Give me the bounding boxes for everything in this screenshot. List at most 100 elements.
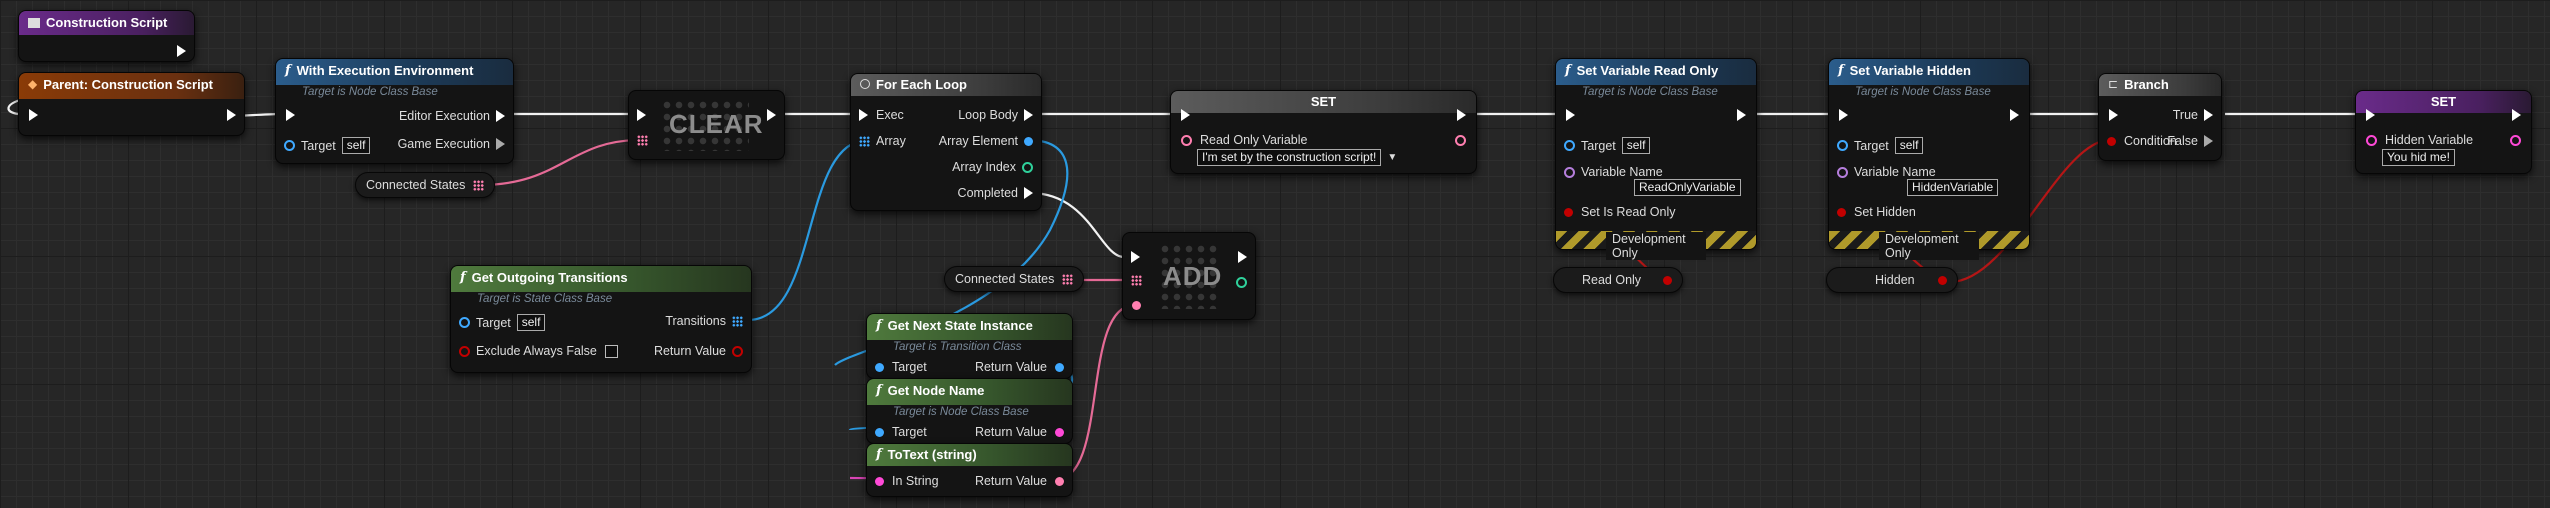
target-value-field[interactable]: self bbox=[341, 137, 371, 154]
return-value-pin[interactable] bbox=[1055, 427, 1064, 437]
array-element-pin[interactable] bbox=[1024, 136, 1033, 146]
output-pin[interactable] bbox=[1455, 135, 1466, 146]
array-out-pin[interactable] bbox=[473, 179, 484, 191]
pin-label: Array Index bbox=[952, 160, 1016, 174]
transitions-out-pin[interactable] bbox=[732, 315, 743, 327]
node-title: Set Variable Hidden bbox=[1849, 63, 1971, 78]
loop-body-pin[interactable] bbox=[1024, 109, 1033, 121]
target-pin[interactable] bbox=[875, 427, 884, 437]
variable-name-field[interactable]: ReadOnlyVariable bbox=[1634, 179, 1741, 196]
clear-node[interactable]: CLEAR bbox=[628, 90, 785, 160]
array-in-pin[interactable] bbox=[1131, 275, 1142, 286]
function-icon: f bbox=[1838, 63, 1844, 78]
node-subtitle: Target is Node Class Base bbox=[302, 86, 438, 98]
read-only-variable-pin[interactable] bbox=[1181, 134, 1192, 146]
exec-in-pin[interactable] bbox=[1839, 109, 1848, 121]
get-node-name-node[interactable]: f Get Node Name Target is Node Class Bas… bbox=[866, 378, 1073, 444]
hidden-value-field[interactable]: You hid me! bbox=[2382, 149, 2455, 166]
branch-node[interactable]: ⊏ Branch Condition True False bbox=[2098, 73, 2222, 161]
variable-name-field[interactable]: HiddenVariable bbox=[1907, 179, 1999, 196]
set-hidden-pin[interactable] bbox=[1837, 207, 1846, 217]
editor-exec-pin[interactable] bbox=[496, 110, 505, 122]
node-title: For Each Loop bbox=[876, 77, 967, 92]
set-is-read-only-pin[interactable] bbox=[1564, 207, 1573, 217]
exclude-checkbox[interactable] bbox=[604, 344, 618, 358]
set-hidden-variable-node[interactable]: SET Hidden Variable You hid me! bbox=[2355, 90, 2532, 174]
with-execution-environment-node[interactable]: f With Execution Environment Target is N… bbox=[275, 58, 514, 164]
to-text-string-node[interactable]: f ToText (string) In String Return Value bbox=[866, 443, 1073, 497]
get-next-state-instance-node[interactable]: f Get Next State Instance Target is Tran… bbox=[866, 313, 1073, 379]
variable-name-pin[interactable] bbox=[1564, 166, 1575, 178]
exec-in-pin[interactable] bbox=[1181, 109, 1190, 121]
exec-out-pin[interactable] bbox=[2010, 109, 2019, 121]
array-index-pin[interactable] bbox=[1022, 161, 1033, 173]
parent-construction-node[interactable]: ◆ Parent: Construction Script bbox=[18, 72, 245, 136]
index-out-pin[interactable] bbox=[1236, 277, 1247, 288]
exec-out-pin[interactable] bbox=[177, 45, 186, 57]
exec-out-pin[interactable] bbox=[1737, 109, 1746, 121]
pin-label: Completed bbox=[957, 186, 1018, 200]
function-diamond-icon: ◆ bbox=[28, 77, 38, 91]
exec-out-pin[interactable] bbox=[2512, 109, 2521, 121]
completed-pin[interactable] bbox=[1024, 187, 1033, 199]
pin-label: Return Value bbox=[653, 344, 726, 358]
target-pin[interactable] bbox=[459, 317, 470, 328]
item-in-pin[interactable] bbox=[1132, 301, 1141, 310]
set-variable-read-only-node[interactable]: f Set Variable Read Only Target is Node … bbox=[1555, 58, 1757, 260]
pin-label: Game Execution bbox=[397, 137, 490, 151]
array-out-pin[interactable] bbox=[1062, 273, 1073, 285]
exec-in-pin[interactable] bbox=[1566, 109, 1575, 121]
pin-label: In String bbox=[892, 474, 939, 488]
exclude-always-false-pin[interactable] bbox=[459, 345, 470, 357]
in-string-pin[interactable] bbox=[875, 476, 884, 486]
array-in-pin[interactable] bbox=[859, 135, 870, 147]
target-value-field[interactable]: self bbox=[516, 314, 546, 331]
bool-out-pin[interactable] bbox=[1663, 275, 1672, 285]
exec-out-pin[interactable] bbox=[1457, 109, 1466, 121]
array-in-pin[interactable] bbox=[637, 135, 648, 146]
return-value-pin[interactable] bbox=[1055, 476, 1064, 486]
read-only-value-field[interactable]: I'm set by the construction script! bbox=[1197, 149, 1382, 166]
get-outgoing-transitions-node[interactable]: f Get Outgoing Transitions Target is Sta… bbox=[450, 265, 752, 373]
exec-out-pin[interactable] bbox=[227, 109, 236, 121]
hidden-variable-pin[interactable] bbox=[2366, 134, 2377, 146]
false-exec-pin[interactable] bbox=[2204, 135, 2213, 147]
construction-script-node[interactable]: Construction Script bbox=[18, 10, 195, 62]
read-only-getter[interactable]: Read Only bbox=[1553, 267, 1683, 293]
game-exec-pin[interactable] bbox=[496, 138, 505, 150]
condition-pin[interactable] bbox=[2107, 136, 2116, 146]
exec-in-pin[interactable] bbox=[286, 109, 295, 121]
for-each-loop-node[interactable]: For Each Loop Exec Array Loop Body Array… bbox=[850, 73, 1042, 211]
target-pin[interactable] bbox=[284, 140, 295, 151]
node-title: Parent: Construction Script bbox=[43, 77, 213, 92]
return-value-pin[interactable] bbox=[1055, 362, 1064, 372]
exec-in-pin[interactable] bbox=[2109, 109, 2118, 121]
pin-label: Set Is Read Only bbox=[1581, 205, 1676, 219]
exec-in-pin[interactable] bbox=[2366, 109, 2375, 121]
target-pin[interactable] bbox=[875, 362, 884, 372]
node-subtitle: Target is Node Class Base bbox=[893, 406, 1029, 418]
exec-in-pin[interactable] bbox=[29, 109, 38, 121]
target-pin[interactable] bbox=[1564, 140, 1575, 151]
exec-out-pin[interactable] bbox=[767, 109, 776, 121]
connected-states-getter[interactable]: Connected States bbox=[944, 266, 1084, 292]
target-pin[interactable] bbox=[1837, 140, 1848, 151]
dropdown-arrow-icon[interactable]: ▼ bbox=[1387, 152, 1398, 163]
set-read-only-variable-node[interactable]: SET Read Only Variable I'm set by the co… bbox=[1170, 90, 1477, 174]
target-value-field[interactable]: self bbox=[1621, 137, 1651, 154]
node-title: Get Next State Instance bbox=[887, 318, 1033, 333]
set-variable-hidden-node[interactable]: f Set Variable Hidden Target is Node Cla… bbox=[1828, 58, 2030, 260]
variable-name-pin[interactable] bbox=[1837, 166, 1848, 178]
exec-out-pin[interactable] bbox=[1238, 251, 1247, 263]
connected-states-getter[interactable]: Connected States bbox=[355, 172, 495, 198]
add-node[interactable]: ADD bbox=[1122, 232, 1256, 320]
target-value-field[interactable]: self bbox=[1894, 137, 1924, 154]
hidden-getter[interactable]: Hidden bbox=[1826, 267, 1958, 293]
exec-in-pin[interactable] bbox=[1131, 251, 1140, 263]
output-pin[interactable] bbox=[2510, 135, 2521, 146]
bool-out-pin[interactable] bbox=[1938, 275, 1947, 285]
exec-in-pin[interactable] bbox=[637, 109, 646, 121]
true-exec-pin[interactable] bbox=[2204, 109, 2213, 121]
exec-in-pin[interactable] bbox=[859, 109, 868, 121]
return-value-pin[interactable] bbox=[732, 345, 743, 357]
